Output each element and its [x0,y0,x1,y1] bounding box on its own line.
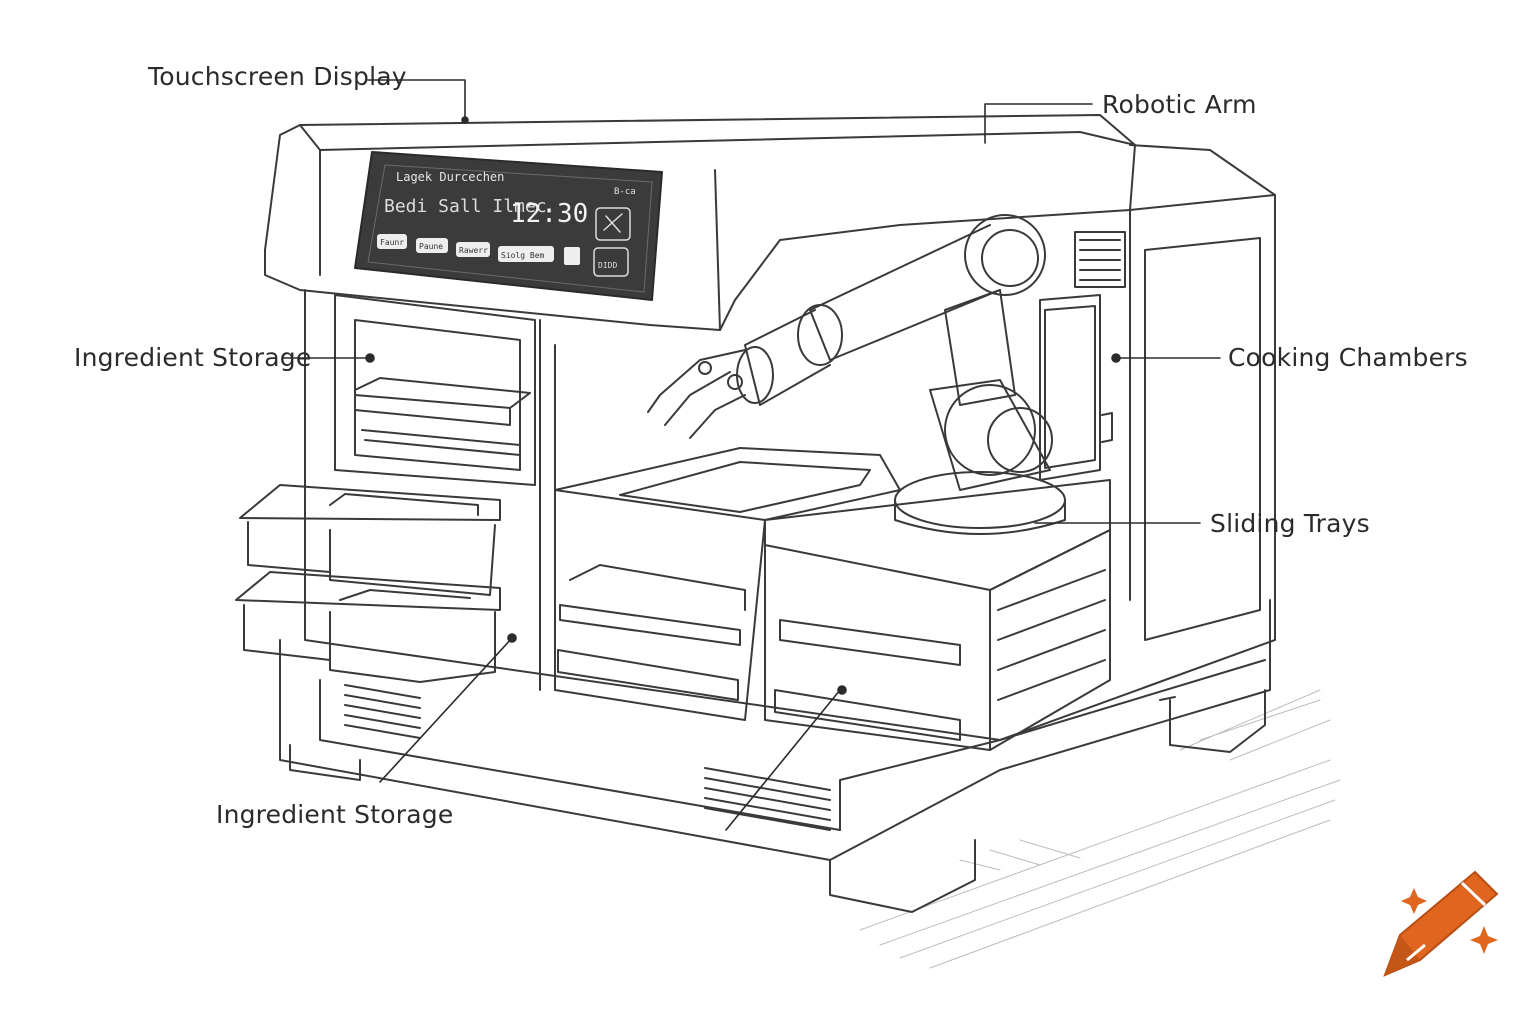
screen-button-1-label: Faunr [380,238,404,247]
callout-ingredient-storage-bottom: Ingredient Storage [216,800,454,829]
leader-tray-indicator [725,689,841,831]
callout-touchscreen-display: Touchscreen Display [148,62,407,91]
callout-leaders [282,79,1221,831]
callout-sliding-trays: Sliding Trays [1210,509,1370,538]
machine-body [304,144,1276,741]
cooking-chamber [1039,231,1126,481]
sliding-trays [764,479,1111,751]
robotic-arm [647,214,1066,535]
screen-button-1[interactable] [377,234,407,249]
screen-button-4[interactable] [498,246,554,262]
leader-robotic-arm [984,103,1093,144]
screen-corner-label: B-ca [614,187,636,197]
callout-cooking-chambers: Cooking Chambers [1228,343,1468,372]
screen-button-3[interactable] [456,242,490,257]
screen-settings-button[interactable] [595,207,631,241]
screen-status: Bedi Sall Ilmec [384,196,547,217]
ingredient-bins [235,484,501,683]
screen-buttons: Faunr Paune Rawerr Siolg Bem DIDD [377,207,631,277]
screen-button-2[interactable] [416,238,448,253]
crayon-logo-icon [1383,870,1499,977]
leader-ingredient-storage-bottom [379,637,513,783]
callout-robotic-arm: Robotic Arm [1102,90,1257,119]
touchscreen-display: Lagek Durcechen Bedi Sall Ilmec 12:30 B-… [354,151,663,301]
screen-button-3-label: Rawerr [459,246,488,255]
center-chamber [554,447,901,721]
callout-ingredient-storage-left: Ingredient Storage [74,343,312,372]
leader-touchscreen [367,79,466,121]
screen-button-4-label: Siolg Bem [501,251,545,260]
base-plinth [279,599,1271,913]
screen-button-2-label: Paune [419,242,443,251]
screen-icon-button[interactable] [564,247,580,265]
screen-side-button-label: DIDD [598,261,617,270]
sparkle-icon [1401,888,1427,914]
sparkle-icon [1470,926,1498,954]
screen-time[interactable]: 12:30 [510,199,588,229]
top-housing [264,114,1136,331]
floor-grid [859,689,1341,969]
screen-header: Lagek Durcechen [396,170,504,184]
screen-side-button[interactable] [593,247,629,277]
